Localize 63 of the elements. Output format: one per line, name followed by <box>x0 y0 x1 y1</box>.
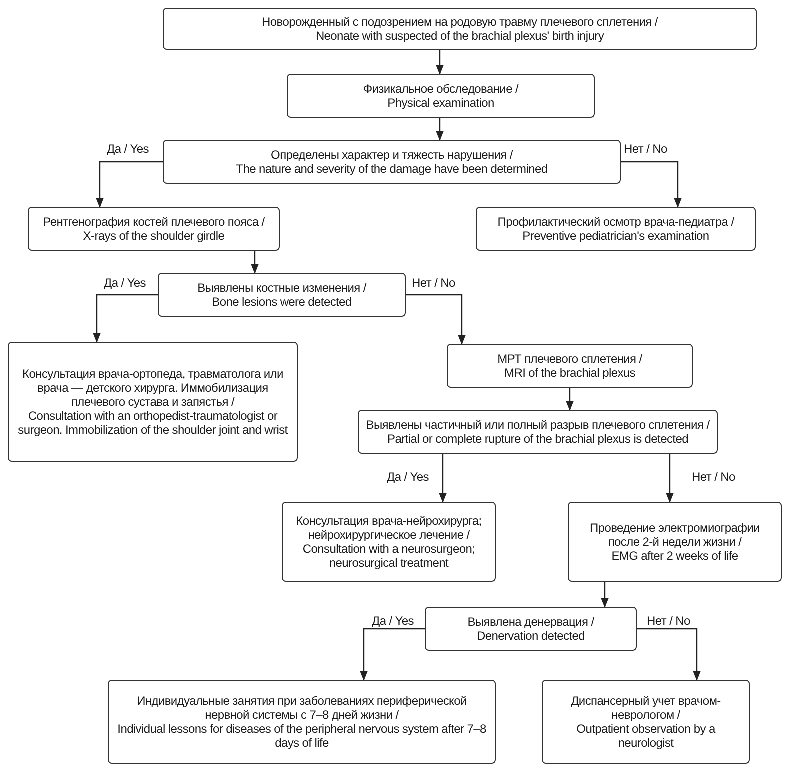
edge-label: Да / Yes <box>385 470 431 484</box>
edge-label: Нет / No <box>645 614 692 628</box>
edge-label: Нет / No <box>622 142 670 156</box>
box-text: Диспансерный учет врачом-неврологом / <box>570 694 722 722</box>
box-text: Выявлена денервация / <box>468 615 594 629</box>
box-text: Preventive pediatrician's examination <box>522 229 710 243</box>
arrow <box>360 628 425 681</box>
box-text: Bone lesions were detected <box>212 295 352 309</box>
arrow <box>436 118 444 141</box>
box-text: Рентгенография костей плечевого пояса / <box>43 215 265 229</box>
arrow <box>566 388 574 411</box>
box-text: Профилактический осмотр врача-педиатра / <box>498 215 734 229</box>
arrow <box>93 294 158 343</box>
edge-label: Нет / No <box>410 276 458 290</box>
box-text: Определены характер и тяжесть нарушения / <box>271 148 513 162</box>
box-text: Consultation with a neurosurgeon; neurosurgical treatment <box>302 542 476 570</box>
process-box <box>287 74 595 118</box>
arrow <box>637 628 701 681</box>
arrow <box>251 251 259 274</box>
box-text: Outpatient observation by a neurologist <box>576 722 717 750</box>
box-text: EMG after 2 weeks of life <box>612 549 738 563</box>
box-text: Новорожденный с подозрением на родовую травму плечевого сплетения / <box>262 15 658 29</box>
box-text: Partial or complete rupture of the brachial plexus is detected <box>388 432 688 446</box>
edge-label: Да / Yes <box>105 142 151 156</box>
arrow <box>666 454 674 503</box>
box-text: Neonate with suspected of the brachial plexus' birth injury <box>316 29 604 43</box>
box-text: Выявлены частичный или полный разрыв плечевого сплетения / <box>366 418 710 432</box>
box-text: Consultation with an orthopedist-traumatologist or surgeon. Immobilization of the shoulder joint and wrist <box>17 409 289 437</box>
arrow <box>601 582 609 608</box>
box-text: МРТ плечевого сплетения / <box>498 352 642 366</box>
box-text: Физикальное обследование / <box>363 82 519 96</box>
box-text: Консультация врача-ортопеда, травматолога или врача — детского хирурга. Иммобилизация плечевого сустава и запястья / <box>22 367 284 409</box>
arrow <box>621 161 682 208</box>
box-text: Denervation detected <box>476 629 586 643</box>
box-text: Выявлены костные изменения / <box>198 281 366 295</box>
process-box <box>28 207 280 251</box>
box-text: Индивидуальные занятия при заболеваниях периферической нервной системы с 7–8 дней жизни / <box>136 694 468 722</box>
arrow <box>436 50 444 75</box>
process-box <box>542 680 750 764</box>
arrow <box>439 454 447 503</box>
process-box <box>282 502 496 582</box>
process-box <box>476 207 756 251</box>
box-text: The nature and severity of the damage have been determined <box>236 162 548 176</box>
box-text: X-rays of the shoulder girdle <box>83 229 225 243</box>
arrow <box>96 161 163 208</box>
process-box <box>568 502 782 582</box>
arrow <box>406 294 466 345</box>
process-box <box>108 680 496 764</box>
box-text: MRI of the brachial plexus <box>504 366 636 380</box>
process-box <box>163 8 757 50</box>
process-box <box>425 607 637 651</box>
process-box <box>158 273 406 317</box>
edge-label: Да / Yes <box>102 276 148 290</box>
process-box <box>163 140 621 184</box>
edge-label: Да / Yes <box>370 614 416 628</box>
box-text: Консультация врача-нейрохирурга; нейрохирургическое лечение / <box>295 514 483 542</box>
process-box <box>8 342 298 462</box>
box-text: Проведение электромиографии после 2-й недели жизни / <box>589 521 761 549</box>
box-text: Physical examination <box>388 96 494 110</box>
process-box <box>447 344 693 388</box>
process-box <box>358 410 718 454</box>
edge-label: Нет / No <box>690 470 738 484</box>
box-text: Individual lessons for diseases of the peripheral nervous system after 7–8 days of life <box>116 722 488 750</box>
